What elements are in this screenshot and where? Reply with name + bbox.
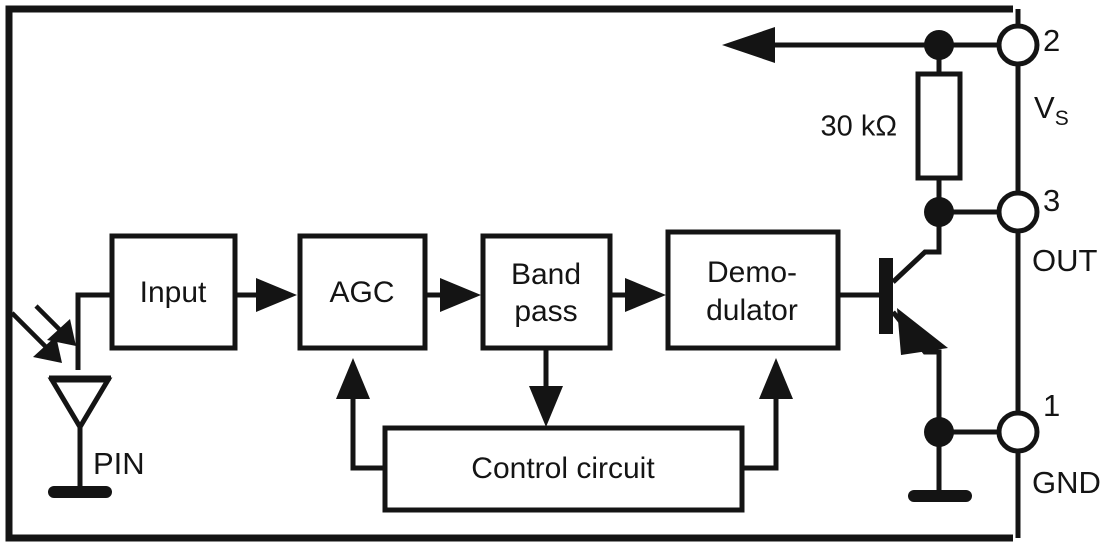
wire-control-to-agc <box>350 397 385 471</box>
pin-2-terminal[interactable] <box>996 23 1040 67</box>
wire-control-to-demod <box>742 397 779 471</box>
block-bandpass-label-line1: Band <box>511 258 581 291</box>
pin-2-name-label: VS <box>1034 90 1069 129</box>
block-demodulator[interactable] <box>665 229 841 351</box>
pullup-resistor-body <box>915 71 963 181</box>
pin-2-name-sub: S <box>1055 107 1069 130</box>
arrow-agc-to-bandpass <box>440 278 481 312</box>
light-ray-2 <box>34 304 64 334</box>
arrow-control-to-agc <box>336 358 370 399</box>
supply-arrow-head <box>722 27 775 63</box>
photodiode-ground-bar <box>48 486 112 498</box>
incident-light-arrows <box>10 304 76 363</box>
pin-2-name-main: V <box>1034 90 1055 125</box>
transistor-emitter-arrow <box>897 308 948 355</box>
arrow-bandpass-to-control <box>529 386 563 427</box>
photodiode-triangle <box>47 377 113 432</box>
transistor-collector-wire <box>891 212 942 284</box>
arrow-control-to-demod <box>759 358 793 399</box>
arrow-bandpass-to-demod <box>625 278 666 312</box>
block-bandpass-label-line2: pass <box>514 295 577 328</box>
pin-1-name-label: GND <box>1032 465 1100 500</box>
ground-symbol-bar <box>908 490 972 502</box>
package-outline-frame <box>5 5 1013 542</box>
block-agc[interactable] <box>297 233 428 351</box>
pin-3-terminal[interactable] <box>996 190 1040 234</box>
block-control-circuit[interactable] <box>382 425 745 513</box>
arrow-input-to-agc <box>256 278 297 312</box>
light-ray-2-head <box>47 319 76 346</box>
block-demodulator-label-line2: dulator <box>706 294 798 327</box>
pin-1-terminal[interactable] <box>996 410 1040 454</box>
light-ray-1 <box>10 311 52 353</box>
pin-1-number-label: 1 <box>1043 388 1060 423</box>
transistor-base-bar <box>879 258 893 334</box>
pin-3-number-label: 3 <box>1043 183 1060 218</box>
block-demodulator-label-line1: Demo- <box>707 256 797 289</box>
block-bandpass[interactable] <box>480 233 613 351</box>
resistor-value-label: 30 kΩ <box>821 111 898 143</box>
block-agc-label: AGC <box>329 276 394 309</box>
block-control-circuit-label: Control circuit <box>471 452 655 485</box>
pin-2-number-label: 2 <box>1043 23 1060 58</box>
block-input[interactable] <box>109 233 238 351</box>
block-input-label: Input <box>140 276 207 309</box>
pin-3-name-label: OUT <box>1032 243 1098 278</box>
light-ray-1-head <box>33 336 62 363</box>
photodiode-label: PIN <box>93 446 145 481</box>
photodiode-to-input-wire <box>75 292 112 370</box>
